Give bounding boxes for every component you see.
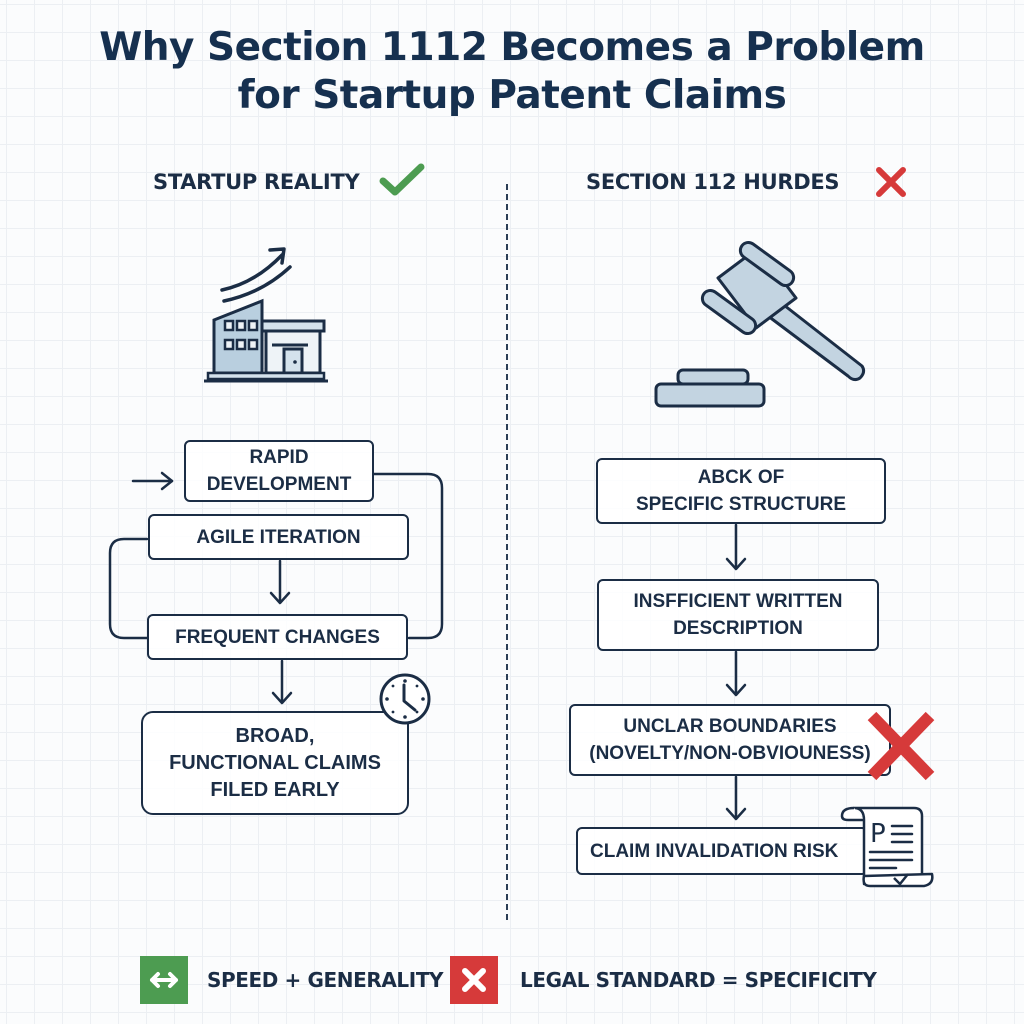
agile-iteration-box: AGILE ITERATION (148, 514, 409, 560)
title-line-2: for Startup Patent Claims (237, 73, 787, 118)
check-icon (379, 163, 425, 196)
box-label: ABCK OF SPECIFIC STRUCTURE (635, 467, 847, 515)
legend-legal-label: LEGAL STANDARD = SPECIFICITY (520, 968, 877, 992)
svg-text:P: P (870, 819, 886, 849)
box-label: UNCLAR BOUNDARIES (NOVELTY/NON-OBVIOUNES… (589, 716, 871, 764)
lack-of-structure-box: ABCK OF SPECIFIC STRUCTURE (596, 458, 886, 524)
box-label: INSFFICIENT WRITTEN DESCRIPTION (633, 591, 843, 639)
right-heading-text: SECTION 112 HURDES (586, 170, 840, 194)
box-label: RAPID DEVELOPMENT (206, 447, 352, 495)
x-icon (462, 968, 486, 992)
box-label: FREQUENT CHANGES (175, 626, 380, 648)
unclear-boundaries-box: UNCLAR BOUNDARIES (NOVELTY/NON-OBVIOUNES… (569, 704, 891, 776)
page-title: Why Section 1112 Becomes a Problem for S… (0, 24, 1024, 120)
legend-speed-label: SPEED + GENERALITY (207, 968, 444, 992)
left-column-heading: STARTUP REALITY (153, 170, 360, 194)
right-column-heading: SECTION 112 HURDES (586, 170, 840, 194)
clock-icon (379, 673, 431, 725)
frequent-changes-box: FREQUENT CHANGES (147, 614, 408, 660)
box-label: AGILE ITERATION (196, 526, 361, 548)
claim-invalidation-box: CLAIM INVALIDATION RISK (576, 827, 868, 875)
double-arrow-icon (150, 972, 178, 988)
box-label: BROAD, FUNCTIONAL CLAIMS FILED EARLY (169, 724, 381, 801)
large-red-x-icon (867, 711, 935, 781)
legend-speed-badge (140, 956, 188, 1004)
box-label: CLAIM INVALIDATION RISK (590, 840, 839, 862)
left-heading-text: STARTUP REALITY (153, 170, 360, 194)
patent-scroll-icon: P (840, 806, 934, 888)
insufficient-description-box: INSFFICIENT WRITTEN DESCRIPTION (597, 579, 879, 651)
growing-building-icon (204, 247, 328, 383)
broad-functional-claims-box: BROAD, FUNCTIONAL CLAIMS FILED EARLY (141, 711, 409, 815)
title-line-1: Why Section 1112 Becomes a Problem (99, 25, 925, 70)
legend-legal-badge (450, 956, 498, 1004)
x-icon (876, 167, 906, 197)
column-divider (506, 184, 508, 920)
rapid-development-box: RAPID DEVELOPMENT (184, 440, 374, 502)
gavel-icon (654, 240, 866, 408)
